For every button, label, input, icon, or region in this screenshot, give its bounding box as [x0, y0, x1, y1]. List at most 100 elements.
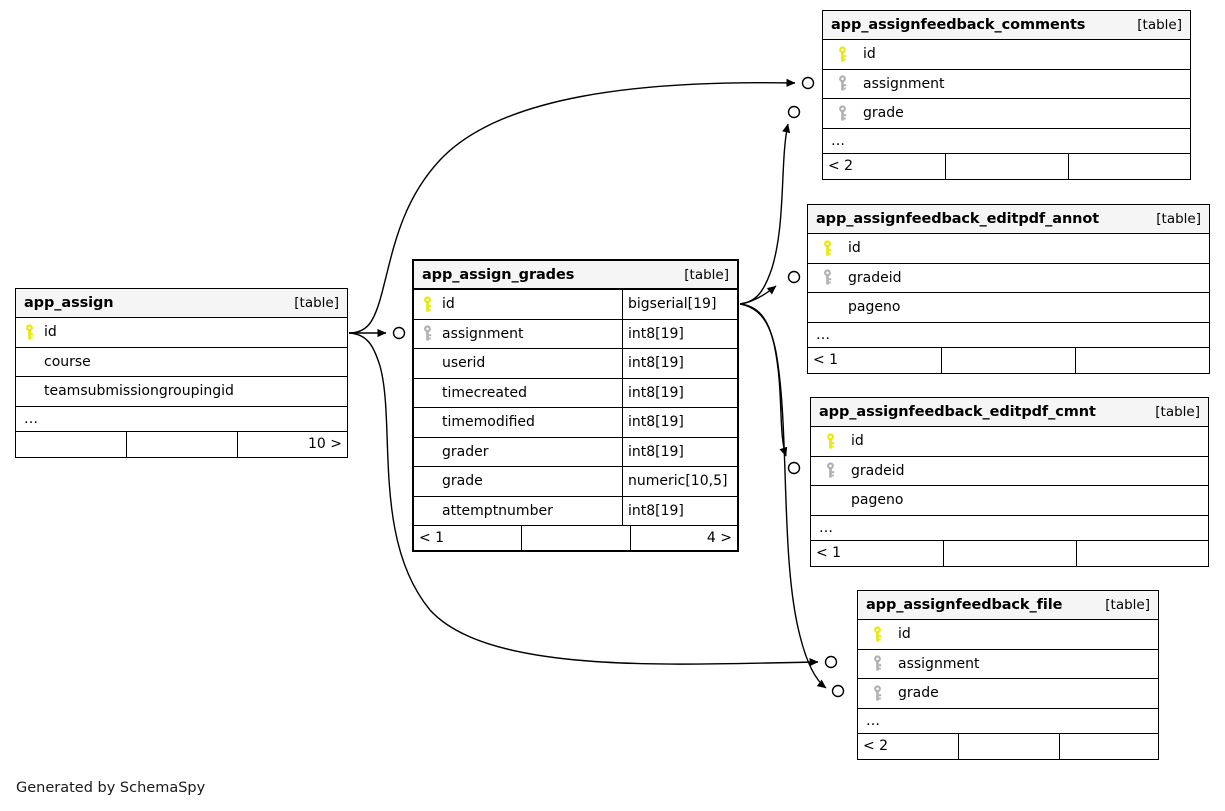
column-name-cell: id: [811, 427, 1208, 456]
column-label: assignment: [863, 75, 945, 92]
primary-key-icon: [811, 433, 849, 450]
column-name-cell: id: [414, 290, 622, 319]
footer-cell: 4 >: [706, 530, 732, 546]
table-header: app_assignfeedback_file[table]: [858, 591, 1158, 620]
column-type-cell: int8[19]: [622, 378, 737, 407]
column-type-cell: int8[19]: [622, 408, 737, 437]
table-column-row[interactable]: teamsubmissiongroupingid: [16, 377, 347, 407]
edge-endpoint-circle: [787, 461, 801, 475]
more-columns-indicator: …: [16, 407, 347, 432]
table-column-row[interactable]: gradeid: [811, 457, 1208, 486]
column-type-cell: numeric[10,5]: [622, 467, 737, 496]
table-footer: < 1: [811, 540, 1208, 566]
table-app_assignfeedback_editpdf_annot[interactable]: app_assignfeedback_editpdf_annot[table]i…: [807, 204, 1210, 374]
column-name-cell: teamsubmissiongroupingid: [16, 377, 347, 406]
table-column-row[interactable]: attemptnumber int8[19]: [414, 496, 737, 526]
column-type-cell: int8[19]: [622, 349, 737, 378]
footer-cell: < 1: [808, 347, 942, 373]
table-column-row[interactable]: grade numeric[10,5]: [414, 467, 737, 497]
footer-cell: [1069, 154, 1190, 179]
column-name-cell: assignment: [858, 650, 1158, 679]
schemaspy-credit: Generated by SchemaSpy: [16, 780, 206, 796]
table-column-row[interactable]: grade: [823, 99, 1190, 129]
more-columns-indicator: …: [823, 129, 1190, 154]
edge-grades-to-comments-grade: [739, 123, 791, 305]
column-name-cell: grade: [823, 99, 1190, 128]
table-type-tag: [table]: [294, 295, 339, 311]
table-column-row[interactable]: pageno: [808, 293, 1209, 323]
table-column-row[interactable]: pageno: [811, 486, 1208, 516]
table-column-row[interactable]: assignment: [858, 650, 1158, 679]
column-label: gradeid: [851, 462, 905, 479]
column-name-cell: gradeid: [811, 457, 1208, 486]
table-column-row[interactable]: id: [858, 620, 1158, 650]
column-name-cell: assignment: [823, 70, 1190, 99]
column-label: id: [863, 46, 876, 63]
table-app_assignfeedback_editpdf_cmnt[interactable]: app_assignfeedback_editpdf_cmnt[table]id…: [810, 397, 1209, 567]
foreign-key-icon: [811, 462, 849, 479]
table-column-row[interactable]: timemodified int8[19]: [414, 408, 737, 438]
column-name-cell: grader: [414, 438, 622, 467]
column-name-cell: timecreated: [414, 379, 622, 408]
footer-cell: [1077, 541, 1208, 566]
table-column-row[interactable]: course: [16, 348, 347, 377]
table-footer: 10 >: [16, 431, 347, 457]
table-title: app_assignfeedback_editpdf_cmnt: [819, 404, 1096, 420]
column-label: assignment: [898, 655, 980, 672]
footer-cell: [942, 347, 1076, 373]
column-name-cell: gradeid: [808, 264, 1209, 293]
column-name-cell: grade: [858, 679, 1158, 708]
column-name-cell: pageno: [811, 486, 1208, 515]
table-column-row[interactable]: grade: [858, 679, 1158, 709]
edge-endpoint-circle: [787, 105, 801, 119]
column-type-cell: bigserial[19]: [622, 290, 737, 319]
primary-key-icon: [808, 240, 846, 257]
column-label: attemptnumber: [442, 502, 553, 519]
column-name-cell: id: [823, 40, 1190, 69]
table-column-row[interactable]: id: [823, 40, 1190, 70]
edge-grades-to-cmnt-gradeid: [739, 303, 788, 457]
column-label: id: [898, 626, 911, 643]
column-label: grade: [442, 473, 483, 490]
primary-key-icon: [858, 626, 896, 643]
table-column-row[interactable]: id: [16, 318, 347, 348]
column-name-cell: assignment: [414, 320, 622, 349]
table-column-row[interactable]: gradeid: [808, 264, 1209, 293]
foreign-key-icon: [858, 685, 896, 702]
primary-key-icon: [414, 296, 440, 313]
column-label: id: [848, 240, 861, 257]
column-label: userid: [442, 355, 486, 372]
table-column-row[interactable]: timecreated int8[19]: [414, 378, 737, 408]
table-app_assignfeedback_file[interactable]: app_assignfeedback_file[table]id assignme…: [857, 590, 1159, 760]
column-name-cell: attemptnumber: [414, 497, 622, 526]
footer-cell: [522, 526, 631, 550]
column-name-cell: id: [808, 234, 1209, 263]
table-column-row[interactable]: userid int8[19]: [414, 349, 737, 379]
column-label: timemodified: [442, 414, 535, 431]
column-name-cell: userid: [414, 349, 622, 378]
column-label: pageno: [851, 492, 904, 509]
table-column-row[interactable]: id: [808, 234, 1209, 264]
column-label: course: [44, 353, 91, 370]
table-column-row[interactable]: id: [811, 427, 1208, 457]
foreign-key-icon: [823, 105, 861, 122]
column-label: timecreated: [442, 384, 527, 401]
table-column-row[interactable]: assignment: [823, 70, 1190, 99]
foreign-key-icon: [808, 269, 846, 286]
edge-endpoint-circle: [787, 270, 801, 284]
footer-cell: [16, 431, 127, 457]
column-type-cell: int8[19]: [622, 496, 737, 525]
more-columns-indicator: …: [811, 516, 1208, 541]
footer-cell: [946, 153, 1069, 179]
footer-cell: 10 >: [308, 436, 342, 452]
footer-cell: [959, 733, 1060, 759]
column-name-cell: grade: [414, 467, 622, 496]
column-label: teamsubmissiongroupingid: [44, 383, 234, 400]
